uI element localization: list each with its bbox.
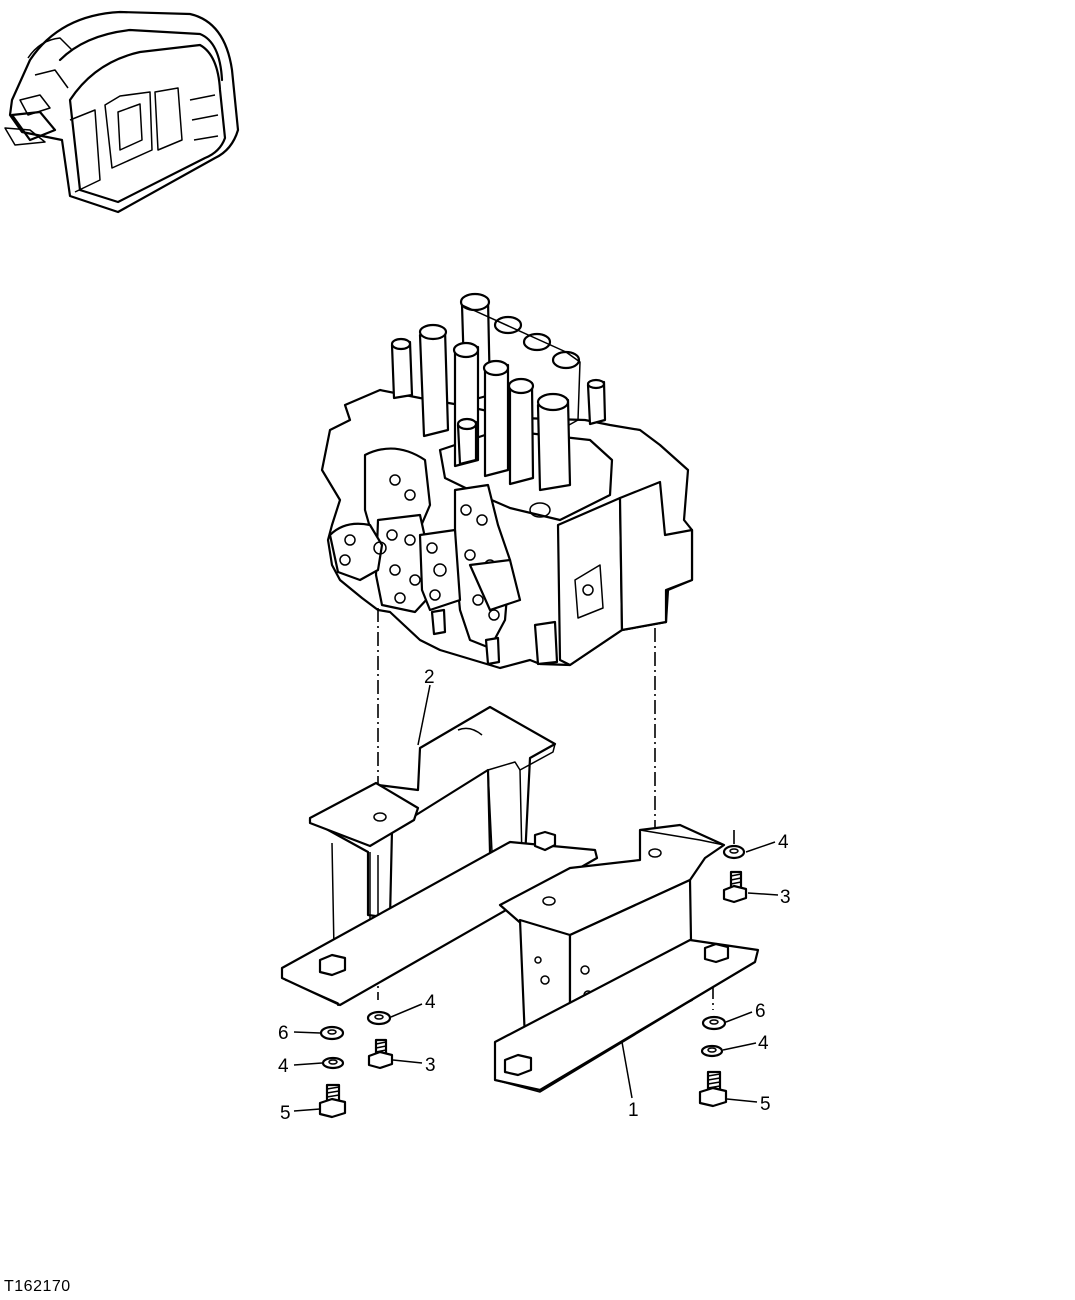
washer	[366, 1010, 392, 1026]
callout-5: 5	[280, 1103, 291, 1124]
callout-6: 6	[278, 1023, 289, 1044]
valve-flanges	[328, 447, 559, 666]
callout-4: 4	[778, 832, 789, 853]
support-stand	[280, 823, 760, 1093]
washer	[701, 1015, 727, 1031]
washer	[319, 1025, 345, 1041]
lock-washer	[722, 844, 746, 860]
bolt	[367, 1038, 394, 1070]
callout-3: 3	[780, 887, 791, 908]
leader-lines	[293, 684, 779, 1112]
lock-washer	[700, 1044, 724, 1058]
callout-3: 3	[425, 1055, 436, 1076]
callout-2: 2	[424, 667, 435, 688]
callout-5: 5	[760, 1094, 771, 1115]
bolt	[698, 1070, 728, 1108]
control-valve	[320, 292, 694, 670]
callout-1: 1	[628, 1100, 639, 1121]
valve-bracket	[308, 705, 557, 958]
bolt	[722, 870, 748, 904]
figure-id: T162170	[4, 1278, 71, 1295]
fasteners	[318, 844, 748, 1119]
lock-washer	[321, 1056, 345, 1070]
port-tubes	[418, 292, 581, 492]
machine-locator-icon	[4, 10, 240, 214]
callout-6: 6	[755, 1001, 766, 1022]
bolt	[318, 1083, 347, 1119]
callout-4: 4	[278, 1056, 289, 1077]
callouts: 2 4 3 4 6 4 3 5 6 4 1 5	[278, 667, 791, 1124]
callout-4: 4	[425, 992, 436, 1013]
callout-4: 4	[758, 1033, 769, 1054]
